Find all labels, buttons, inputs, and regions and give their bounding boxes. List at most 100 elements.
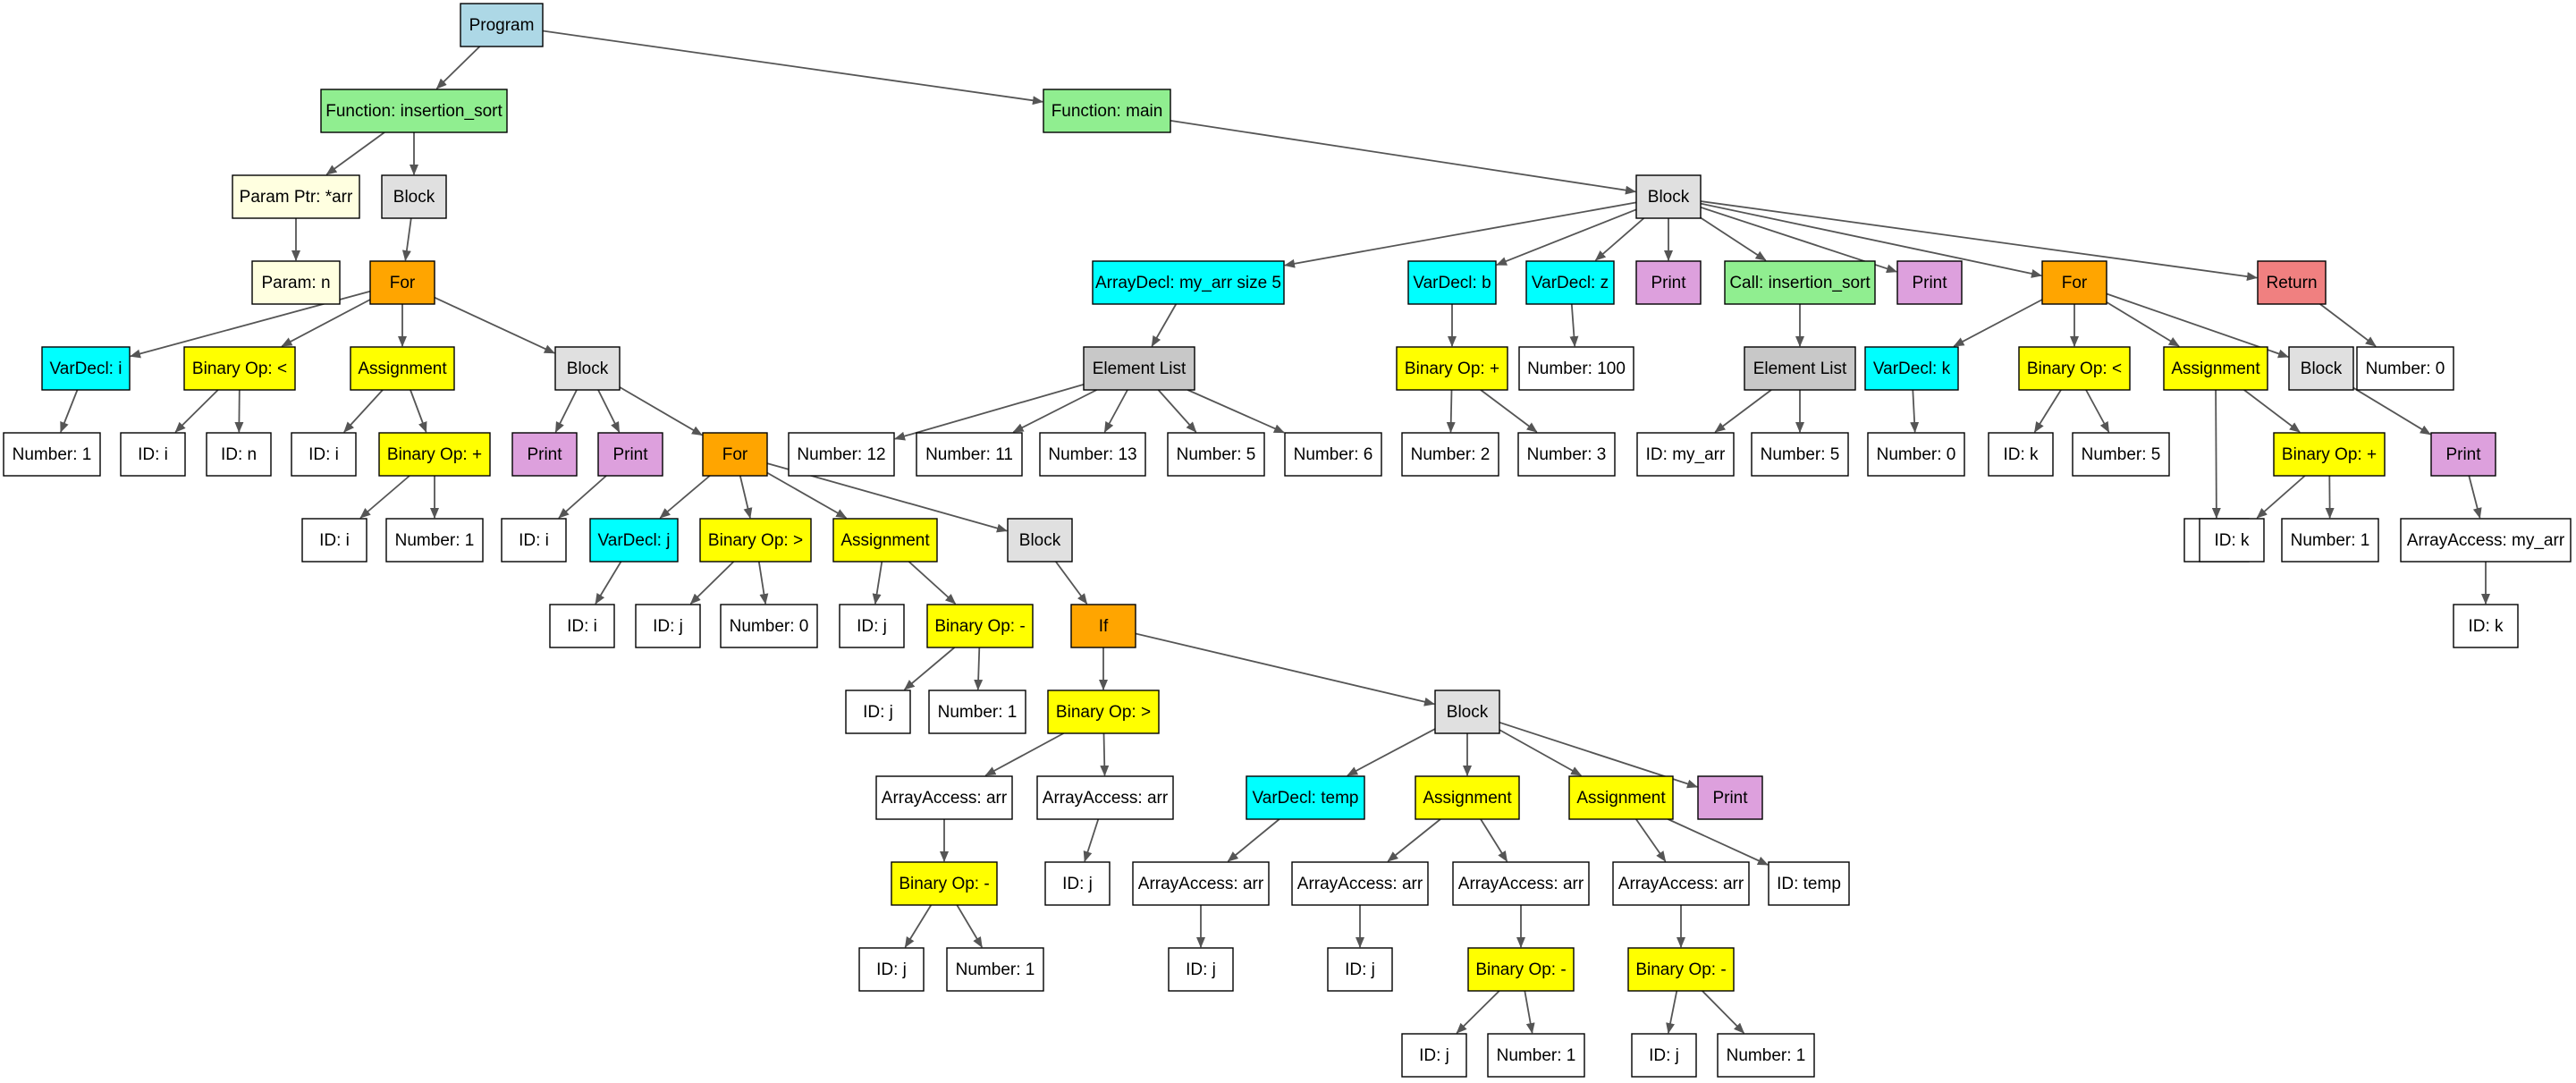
edge-print2-to-id_i4 (558, 475, 607, 519)
node-label: ID: i (567, 617, 597, 636)
edge-vardecl_temp-to-aa3 (1227, 818, 1280, 862)
node-label: Print (1651, 274, 1686, 292)
node-print4: Print (1635, 260, 1702, 305)
node-binop_minus4: Binary Op: - (1627, 947, 1735, 992)
node-return1: Return (2257, 260, 2327, 305)
node-label: VarDecl: temp (1253, 789, 1359, 808)
node-label: ID: i (308, 445, 339, 464)
edge-if1-to-block_if (1135, 632, 1435, 706)
node-num_1f: Number: 1 (1717, 1033, 1815, 1078)
node-box (1517, 432, 1616, 477)
node-id_j7: ID: j (1327, 947, 1393, 992)
node-binop_plus1: Binary Op: + (378, 432, 491, 477)
node-label: ID: k (2003, 445, 2039, 464)
node-label: VarDecl: b (1413, 274, 1491, 292)
node-box (1083, 346, 1195, 391)
edge-assign1-to-id_i2 (343, 389, 384, 433)
node-box (120, 432, 186, 477)
node-box (1631, 1033, 1697, 1078)
node-box (1864, 346, 1959, 391)
node-label: Block (1447, 703, 1489, 722)
node-fn_main: Function: main (1043, 89, 1171, 133)
node-box (1635, 260, 1702, 305)
node-assign5: Assignment (2163, 346, 2268, 391)
edge-fn_sort-to-param_arr (325, 131, 385, 175)
node-box (511, 432, 578, 477)
node-label: Print (2445, 445, 2481, 464)
node-box (845, 690, 911, 734)
node-label: Binary Op: - (1475, 960, 1566, 979)
node-box (2281, 518, 2379, 563)
node-id_k4: ID: k (2453, 604, 2519, 648)
node-num_1e: Number: 1 (1487, 1033, 1585, 1078)
edge-fn_main-to-block_main (1170, 120, 1636, 195)
node-label: VarDecl: k (1873, 360, 1951, 378)
edge-assign1-to-binop_plus1 (410, 389, 427, 433)
node-box (320, 89, 508, 133)
node-label: Block (567, 360, 609, 378)
node-box (1092, 260, 1285, 305)
node-label: Binary Op: + (2282, 445, 2377, 464)
node-label: VarDecl: z (1532, 274, 1609, 292)
edge-binop_minus3-to-num_1e (1524, 990, 1535, 1034)
node-num_0b: Number: 0 (1867, 432, 1965, 477)
node-box (1487, 1033, 1585, 1078)
edge-vardecl_k-to-num_0b (1910, 389, 1920, 433)
node-box (928, 690, 1026, 734)
edge-binop_gt1-to-num_0a (757, 561, 769, 605)
node-box (891, 861, 998, 906)
node-label: Number: 2 (1411, 445, 1491, 464)
node-label: Block (393, 188, 435, 207)
node-aa6: ArrayAccess: arr (1612, 861, 1750, 906)
node-num_13: Number: 13 (1039, 432, 1146, 477)
edge-vardecl_z-to-num_100 (1569, 303, 1579, 347)
node-box (2199, 518, 2265, 563)
node-box (597, 432, 663, 477)
node-box (1132, 861, 1270, 906)
node-aa3: ArrayAccess: arr (1132, 861, 1270, 906)
node-id_k3: ID: k (2199, 518, 2265, 563)
node-assign2: Assignment (832, 518, 938, 563)
edge-assign2-to-binop_minus1 (908, 561, 957, 605)
node-label: Number: 12 (797, 445, 885, 464)
node-box (1717, 1033, 1815, 1078)
node-box (1415, 775, 1520, 820)
node-label: Print (1712, 789, 1748, 808)
edge-for2-to-assign2 (766, 471, 848, 519)
node-label: Function: insertion_sort (325, 102, 503, 121)
edge-binop_plus2-to-num_3 (1480, 389, 1538, 433)
node-vardecl_z: VarDecl: z (1525, 260, 1615, 305)
node-label: Number: 100 (1527, 360, 1626, 378)
node-aa1: ArrayAccess: arr (875, 775, 1013, 820)
edge-assign4-to-id_temp (1668, 818, 1769, 866)
node-label: ID: i (319, 531, 350, 550)
node-arraydecl: ArrayDecl: my_arr size 5 (1092, 260, 1285, 305)
node-label: Number: 0 (730, 617, 809, 636)
edge-block_for1-to-print2 (597, 389, 621, 433)
node-assign1: Assignment (350, 346, 455, 391)
edge-block_main-to-for3 (1700, 202, 2042, 278)
node-label: Assignment (1423, 789, 1512, 808)
node-label: ID: j (1186, 960, 1216, 979)
edge-block_for2-to-if1 (1055, 561, 1088, 605)
node-box (2453, 604, 2519, 648)
node-label: Number: 1 (938, 703, 1018, 722)
edge-block_if-to-vardecl_temp (1347, 728, 1436, 776)
node-label: For (2062, 274, 2088, 292)
node-num_6: Number: 6 (1284, 432, 1382, 477)
edge-binop_lt1-to-id_i1 (174, 389, 219, 433)
node-box (1246, 775, 1365, 820)
node-num_1a: Number: 1 (3, 432, 101, 477)
node-label: Element List (1753, 360, 1847, 378)
node-label: Binary Op: > (708, 531, 803, 550)
edge-block_for3-to-print6 (2352, 386, 2431, 436)
node-fn_sort: Function: insertion_sort (320, 89, 508, 133)
edge-binop_minus1-to-id_j3 (903, 647, 956, 690)
node-print3: Print (1697, 775, 1763, 820)
node-box (301, 518, 367, 563)
node-label: Binary Op: - (934, 617, 1025, 636)
node-label: Binary Op: - (1635, 960, 1726, 979)
node-box (858, 947, 925, 992)
node-box (1697, 775, 1763, 820)
